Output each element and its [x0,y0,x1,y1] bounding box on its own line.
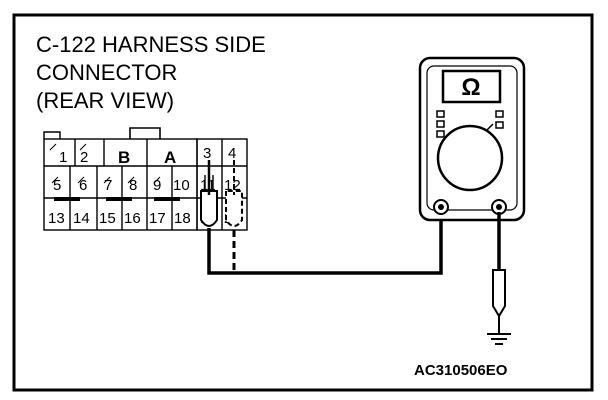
pin-a: A [164,148,176,167]
pin-15: 15 [99,210,116,227]
pin-7: 7 [104,177,112,194]
title-line-2: CONNECTOR [36,60,177,85]
pin-5: 5 [53,177,61,194]
pin-1: 1 [59,149,67,166]
meter-dial [436,124,504,192]
pin-14: 14 [73,210,90,227]
ground-icon [487,333,511,345]
meter-jack-right [491,199,507,215]
pin-8: 8 [129,177,137,194]
ground-probe [492,269,506,334]
meter-jack-left [433,199,449,215]
pin-13: 13 [48,210,65,227]
pin-18: 18 [174,210,191,227]
pin-9: 9 [153,177,161,194]
connector-lock-bars [54,197,180,201]
ohmmeter: Ω [418,56,526,222]
pin-4: 4 [228,145,236,162]
pin-6: 6 [79,177,87,194]
pin-2: 2 [80,149,88,166]
pin-b: B [118,148,130,167]
pin-16: 16 [124,210,141,227]
meter-display [441,69,502,104]
pin-3: 3 [203,145,211,162]
title-line-1: C-122 HARNESS SIDE [36,32,266,57]
ohm-symbol: Ω [461,74,480,101]
title-line-3: (REAR VIEW) [36,88,174,113]
alternate-probe-pin-4 [225,160,243,227]
pin-10: 10 [173,177,190,194]
meter-lead-solid [207,212,443,275]
figure-code: AC310506EO [414,362,508,379]
diagram-frame [12,13,594,392]
connector-title: C-122 HARNESS SIDE CONNECTOR (REAR VIEW) [36,32,266,113]
test-probe-pin-3 [200,160,218,227]
pin-17: 17 [149,210,166,227]
pin-12: 12 [224,177,241,194]
